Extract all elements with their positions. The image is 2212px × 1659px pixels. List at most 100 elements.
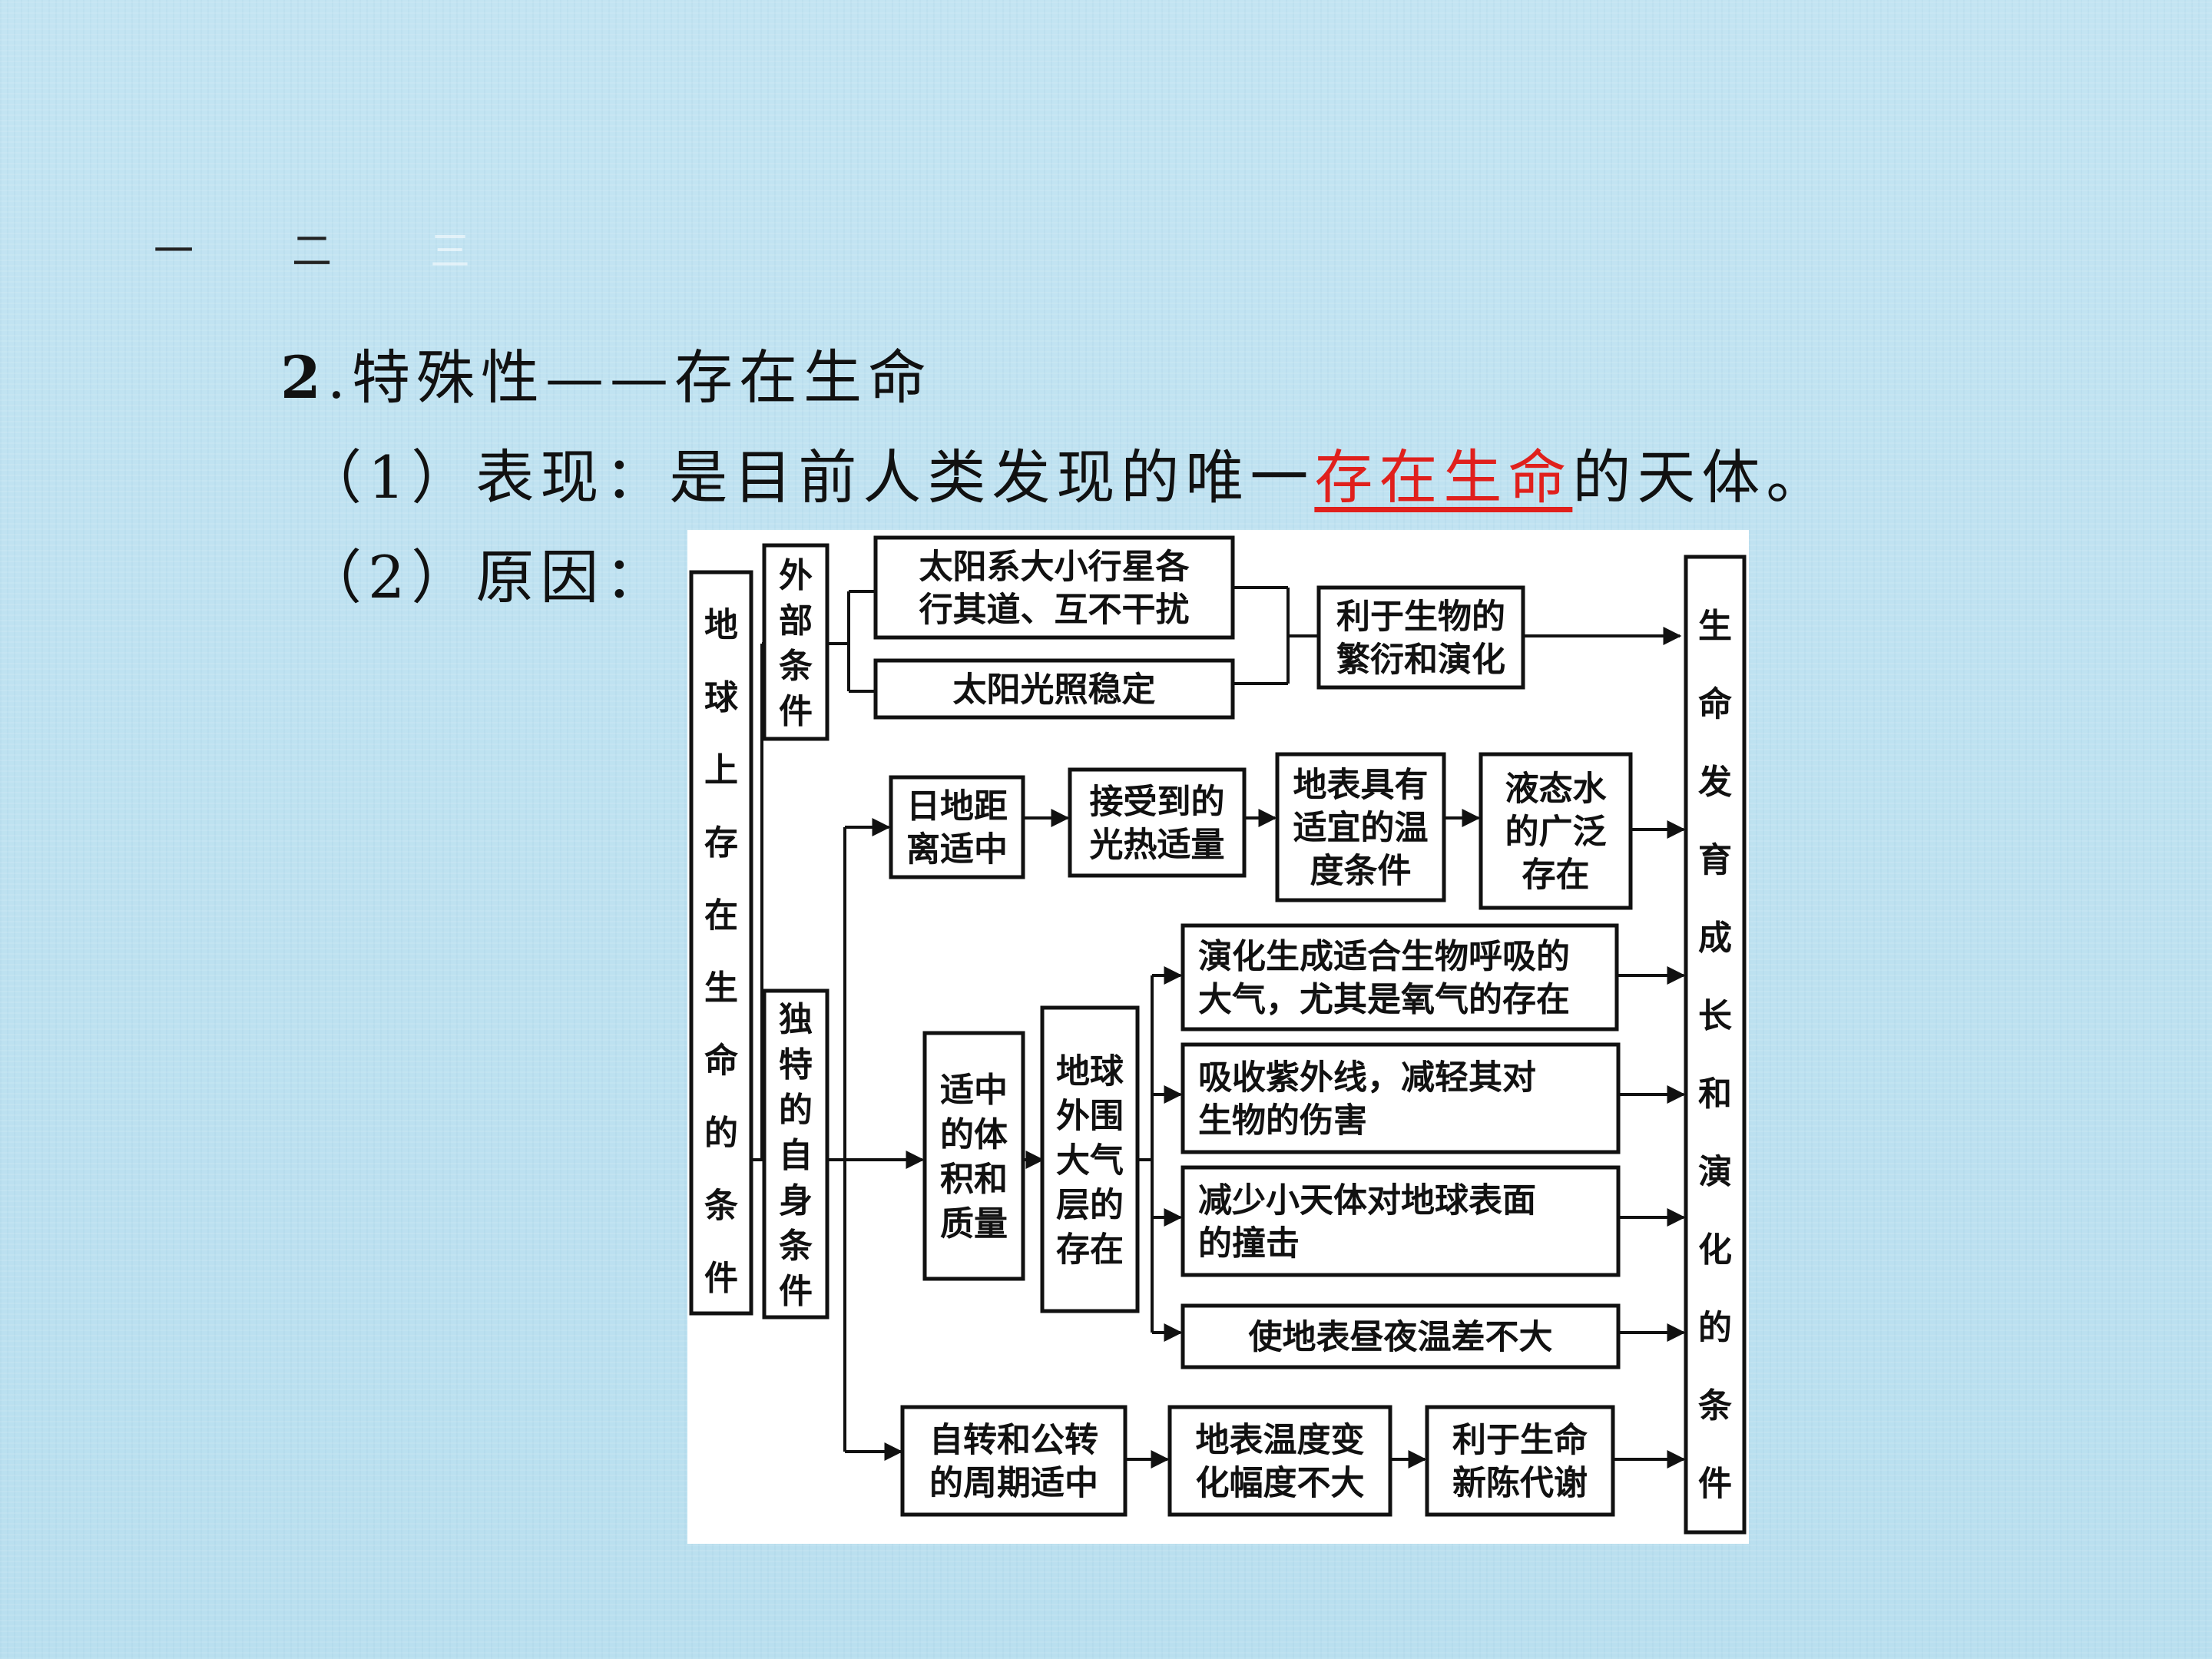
box-uv-absorption-text-2: 生物的伤害 <box>1198 1101 1367 1141</box>
nav-tab-2[interactable]: 二 <box>292 229 333 275</box>
box-external-conditions-frame <box>762 543 830 741</box>
box-internal-conditions-text-6: 条 <box>779 1227 813 1266</box>
section-nav: 一 二 三 <box>154 219 568 276</box>
box-life-development-conditions-text-4: 育 <box>1698 841 1732 880</box>
box-atmosphere-text-2: 外围 <box>1056 1097 1124 1136</box>
box-external-conditions-text-4: 件 <box>779 692 813 731</box>
box-earth-conditions-text-5: 在 <box>704 896 738 935</box>
box-internal-conditions-frame <box>762 988 830 1320</box>
box-atmosphere-frame <box>1040 1005 1140 1313</box>
box-stable-sunlight-frame <box>873 658 1235 720</box>
box-earth-conditions-text-9: 条 <box>704 1187 738 1226</box>
box-earth-conditions-text-8: 的 <box>704 1114 738 1153</box>
box-life-development-conditions-frame <box>1684 555 1747 1535</box>
box-liquid-water-text-1: 液态水 <box>1505 770 1608 809</box>
box-life-development-conditions-text-8: 演 <box>1698 1153 1732 1192</box>
box-suitable-temperature-text-1: 地表具有 <box>1293 766 1429 805</box>
box-suitable-temperature-text-3: 度条件 <box>1310 852 1412 891</box>
box-life-development-conditions-text-5: 成 <box>1698 919 1732 958</box>
box-earth-conditions-text-3: 上 <box>704 751 738 790</box>
box-sun-earth-distance-text-2: 离适中 <box>906 830 1008 869</box>
box-rotation-revolution-text-1: 自转和公转 <box>929 1421 1098 1460</box>
box-sun-earth-distance-text-1: 日地距 <box>906 787 1008 826</box>
box-internal-conditions-text-1: 独 <box>779 1000 813 1039</box>
box-planets-orbit-text-1: 太阳系大小行星各 <box>919 548 1190 587</box>
box-planets-orbit-frame <box>873 535 1235 640</box>
box-suitable-temperature-text-2: 适宜的温 <box>1293 809 1429 848</box>
reason-label: （2）原因： <box>303 543 670 611</box>
box-small-temp-range-text-1: 使地表昼夜温差不大 <box>1249 1318 1553 1357</box>
box-external-conditions-text-2: 部 <box>779 601 813 641</box>
box-internal-conditions-text-4: 自 <box>779 1136 813 1175</box>
box-stable-sunlight-text-1: 太阳光照稳定 <box>953 671 1156 710</box>
box-proper-heat-frame <box>1068 767 1247 878</box>
box-mass-volume-text-2: 的体 <box>940 1115 1008 1154</box>
box-small-temp-range: 使地表昼夜温差不大 <box>1181 1303 1621 1369</box>
box-planets-orbit-text-2: 行其道、互不干扰 <box>919 591 1190 630</box>
box-proper-heat-text-2: 光热适量 <box>1090 826 1225 865</box>
box-life-development-conditions-text-1: 生 <box>1698 607 1732 646</box>
nav-tab-1[interactable]: 一 <box>154 229 194 275</box>
box-atmosphere-text-5: 存在 <box>1056 1230 1124 1270</box>
box-metabolism-text-1: 利于生命 <box>1452 1421 1588 1460</box>
box-stable-sunlight: 太阳光照稳定 <box>873 658 1235 720</box>
box-impact-reduction-text-2: 的撞击 <box>1198 1224 1300 1263</box>
box-liquid-water-text-2: 的广泛 <box>1505 813 1607 852</box>
box-atmosphere-text-4: 层的 <box>1056 1186 1124 1225</box>
performance-suffix: 的天体。 <box>1572 443 1831 512</box>
box-uv-absorption-text-1: 吸收紫外线，减轻其对 <box>1198 1058 1536 1098</box>
box-life-development-conditions-text-2: 命 <box>1698 685 1732 724</box>
box-earth-conditions-text-6: 生 <box>704 969 738 1008</box>
box-earth-conditions-frame <box>689 570 753 1316</box>
box-metabolism-text-2: 新陈代谢 <box>1452 1464 1588 1503</box>
box-mass-volume-text-3: 积和 <box>940 1160 1008 1199</box>
box-internal-conditions-text-2: 特 <box>779 1045 813 1084</box>
box-rotation-revolution-frame <box>900 1405 1128 1517</box>
performance-highlight: 存在生命 <box>1314 443 1573 512</box>
box-favorable-evolution-text-1: 利于生物的 <box>1336 598 1505 637</box>
box-life-development-conditions-text-6: 长 <box>1698 997 1732 1036</box>
box-small-surface-temp-change-text-2: 化幅度不大 <box>1196 1464 1365 1503</box>
box-life-development-conditions-text-10: 的 <box>1698 1309 1732 1348</box>
life-conditions-diagram: 地球上存在生命的条件外部条件太阳系大小行星各行其道、互不干扰太阳光照稳定利于生物… <box>687 530 1749 1544</box>
heading-number: 2 <box>280 343 327 412</box>
box-earth-conditions-text-4: 存 <box>704 823 738 863</box>
box-life-development-conditions-text-11: 条 <box>1698 1386 1732 1426</box>
box-life-development-conditions-text-3: 发 <box>1698 763 1732 802</box>
box-proper-heat-text-1: 接受到的 <box>1090 783 1225 822</box>
box-small-surface-temp-change-frame <box>1167 1405 1392 1517</box>
nav-tab-3[interactable]: 三 <box>430 229 471 275</box>
box-external-conditions-text-1: 外 <box>779 556 813 595</box>
box-external-conditions-text-3: 条 <box>779 647 813 686</box>
section-heading: 2.特殊性——存在生命 <box>280 330 932 415</box>
box-oxygen-atmosphere-text-1: 演化生成适合生物呼吸的 <box>1198 937 1570 976</box>
box-impact-reduction-text-1: 减少小天体对地球表面 <box>1198 1181 1536 1220</box>
box-impact-reduction-frame <box>1181 1165 1621 1277</box>
heading-text: .特殊性——存在生命 <box>326 343 933 412</box>
box-oxygen-atmosphere-frame <box>1181 923 1619 1031</box>
performance-line: （1）表现：是目前人类发现的唯一存在生命的天体。 <box>303 430 1830 515</box>
box-small-surface-temp-change-text-1: 地表温度变 <box>1196 1421 1365 1460</box>
box-uv-absorption-frame <box>1181 1042 1621 1154</box>
box-earth-conditions-text-2: 球 <box>704 678 739 717</box>
box-earth-conditions-text-7: 命 <box>704 1041 738 1081</box>
box-sun-earth-distance-frame <box>889 775 1025 879</box>
box-metabolism-frame <box>1425 1405 1615 1517</box>
box-internal-conditions-text-5: 身 <box>779 1181 813 1220</box>
box-mass-volume-text-4: 质量 <box>940 1204 1008 1243</box>
diagram-boxes: 地球上存在生命的条件外部条件太阳系大小行星各行其道、互不干扰太阳光照稳定利于生物… <box>689 535 1747 1535</box>
box-earth-conditions-text-10: 件 <box>704 1259 738 1298</box>
box-favorable-evolution-frame <box>1316 585 1525 690</box>
